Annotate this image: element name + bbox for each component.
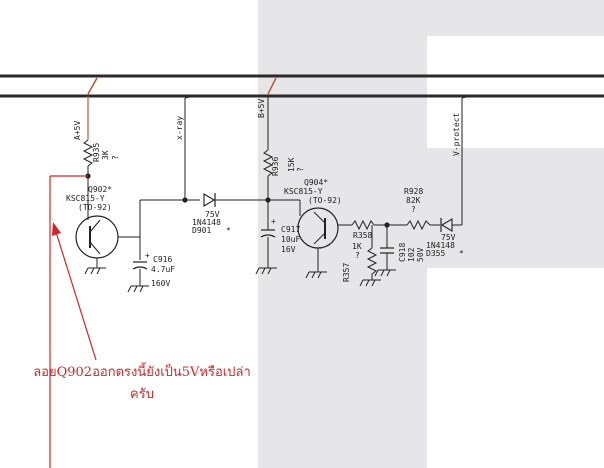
d901-part: 1N4148 [192,218,221,227]
ground-q904 [305,271,327,279]
r357-tol: ? [355,251,360,260]
wire-b5v-tap [267,77,277,95]
c918-voltage: 50V [416,247,425,262]
ground-c917 [255,267,277,275]
c916-value: 4.7uF [151,265,175,274]
c916-plate-bottom [132,266,148,270]
c918-value: 102 [407,247,416,262]
r936-ref: R936 [271,157,280,176]
net-label-xray: x-ray [175,116,184,140]
transistor-q902 [75,215,119,259]
junction-xray [182,197,188,203]
q902-emitter-leg [89,241,101,255]
q904-part: KSC815-Y [284,187,323,196]
r936-value: 15K [287,157,296,172]
resistor-r936-zigzag [262,149,274,177]
ground-c918 [374,269,396,277]
ground-c916 [127,285,149,293]
d355-ref: D355 [426,249,445,258]
q902-part: KSC815-Y [66,194,105,203]
q902-collector-leg [89,219,101,233]
d901-volt: 75V [205,210,220,219]
resistor-r935-zigzag [82,139,94,167]
c916-plus: + [145,251,150,260]
r935-ref: R935 [92,143,101,162]
annotation-arrow-line [55,231,97,361]
c916-voltage: 160V [151,279,170,288]
c917-value: 10uF [281,235,300,244]
annotation-line-1: ลอยQ902ออกตรงนี้ยังเป็น5Vหรือเปล่า [33,365,251,380]
c918-ref: C918 [398,243,407,262]
wire-vprotect-tap [461,95,471,99]
annotation-line-2: ครับ [130,387,154,402]
q902-package: (TO-92) [78,203,112,212]
r357-ref: R357 [342,263,351,282]
r935-tol: ? [111,155,120,160]
d355-volt: 75V [441,233,456,242]
r928-ref: R928 [404,187,423,196]
r936-tol: ? [296,167,305,172]
d901-mark: * [226,226,231,235]
diode-d901 [203,193,216,207]
wire-xray-tap [184,95,194,99]
q904-emitter-leg [313,232,326,245]
r928-value: 82K [406,196,421,205]
r928-tol: ? [411,205,416,214]
annotation-note: ลอยQ902ออกตรงนี้ยังเป็น5Vหรือเปล่า ครับ [22,362,262,406]
resistor-r357-zigzag [366,247,378,275]
ground-q902 [84,267,106,275]
ground-r357 [359,279,381,287]
resistor-r928-zigzag [406,219,431,231]
c917-ref: C917 [281,225,300,234]
r935-value: 3K [101,150,110,160]
q904-ref: Q904* [304,178,328,187]
c917-plate-bottom [260,234,276,238]
d355-mark: * [459,249,464,258]
q904-collector-leg [313,211,326,224]
white-panel-bottom [427,268,604,468]
resistor-r358-zigzag [351,219,375,231]
annotation-arrow-head [52,222,61,236]
q904-package: (TO-92) [308,196,342,205]
c917-plus: + [271,217,276,226]
r358-ref: R358 [353,231,372,240]
d901-ref: D901 [192,226,211,235]
d355-part: 1N4148 [426,241,455,250]
q902-ref: Q902* [88,185,112,194]
net-label-a5v: A+5V [73,121,82,140]
wire-a5v-tap [87,77,98,95]
c917-voltage: 16V [281,245,296,254]
r357-value: 1K [352,242,362,251]
net-label-vprotect: V-protect [452,112,461,156]
white-panel-top [427,36,604,148]
c916-ref: C916 [153,255,172,264]
net-label-b5v: B+5V [257,99,266,118]
